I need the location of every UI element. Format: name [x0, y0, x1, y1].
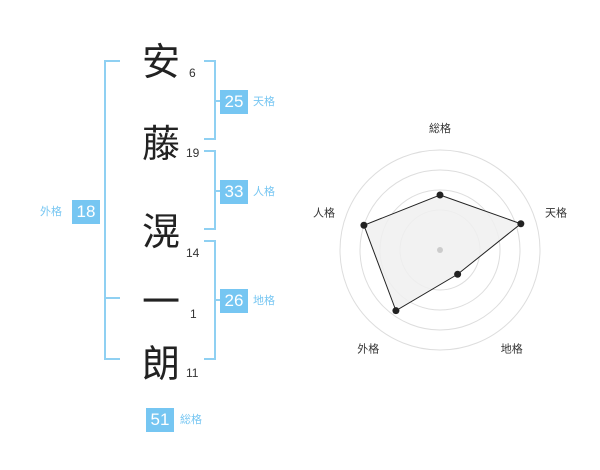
radar-point-3: [454, 270, 462, 278]
jinkaku-value: 33: [220, 180, 248, 204]
tenkaku-bracket-tick: [214, 100, 220, 102]
soukaku-label: 総格: [180, 413, 202, 426]
radar-axis-label-2: 天格: [545, 205, 567, 219]
tenkaku-value: 25: [220, 90, 248, 114]
tenkaku-bracket-top: [204, 60, 216, 62]
gaikaku-bracket: [104, 60, 106, 360]
stroke-count-3: 14: [186, 246, 200, 260]
stroke-count-2: 19: [186, 146, 200, 160]
name-char-3: 滉: [141, 210, 180, 254]
name-char-4: 一: [141, 280, 180, 324]
radar-point-4: [392, 307, 400, 315]
gaikaku-label: 外格: [40, 205, 62, 218]
radar-axis-label-1: 総格: [429, 121, 451, 135]
chikaku-label: 地格: [253, 294, 275, 307]
name-char-5: 朗: [141, 342, 180, 386]
chikaku-bracket-tick: [214, 299, 220, 301]
tenkaku-label: 天格: [253, 95, 275, 108]
gaikaku-bracket-mid: [104, 297, 120, 299]
radar-point-5: [360, 221, 368, 229]
jinkaku-bracket-tick: [214, 190, 220, 192]
radar-axis-label-4: 外格: [357, 342, 379, 356]
radar-point-1: [436, 191, 444, 199]
name-char-2: 藤: [141, 122, 180, 166]
chikaku-bracket-top: [204, 240, 216, 242]
radar-center-dot: [437, 247, 443, 253]
gaikaku-value: 18: [72, 200, 100, 224]
soukaku-value: 51: [146, 408, 174, 432]
radar-ring-1: [339, 149, 541, 351]
stroke-count-4: 1: [190, 307, 197, 321]
tenkaku-bracket-bottom: [204, 138, 216, 140]
jinkaku-bracket-bottom: [204, 228, 216, 230]
gaikaku-bracket-top: [104, 60, 120, 62]
radar-axis-label-3: 地格: [501, 342, 523, 356]
gaikaku-bracket-bottom: [104, 358, 120, 360]
jinkaku-bracket-top: [204, 150, 216, 152]
radar-point-2: [517, 220, 525, 228]
stroke-count-1: 6: [189, 66, 196, 80]
radar-polygon: [363, 194, 522, 312]
chikaku-value: 26: [220, 289, 248, 313]
radar-points: [360, 191, 525, 315]
chikaku-bracket-bottom: [204, 358, 216, 360]
name-char-1: 安: [141, 40, 180, 84]
jinkaku-label: 人格: [253, 185, 275, 198]
radar-ring-2: [359, 169, 521, 331]
stroke-count-5: 11: [186, 366, 199, 380]
radar-axis-label-5: 人格: [313, 205, 335, 219]
